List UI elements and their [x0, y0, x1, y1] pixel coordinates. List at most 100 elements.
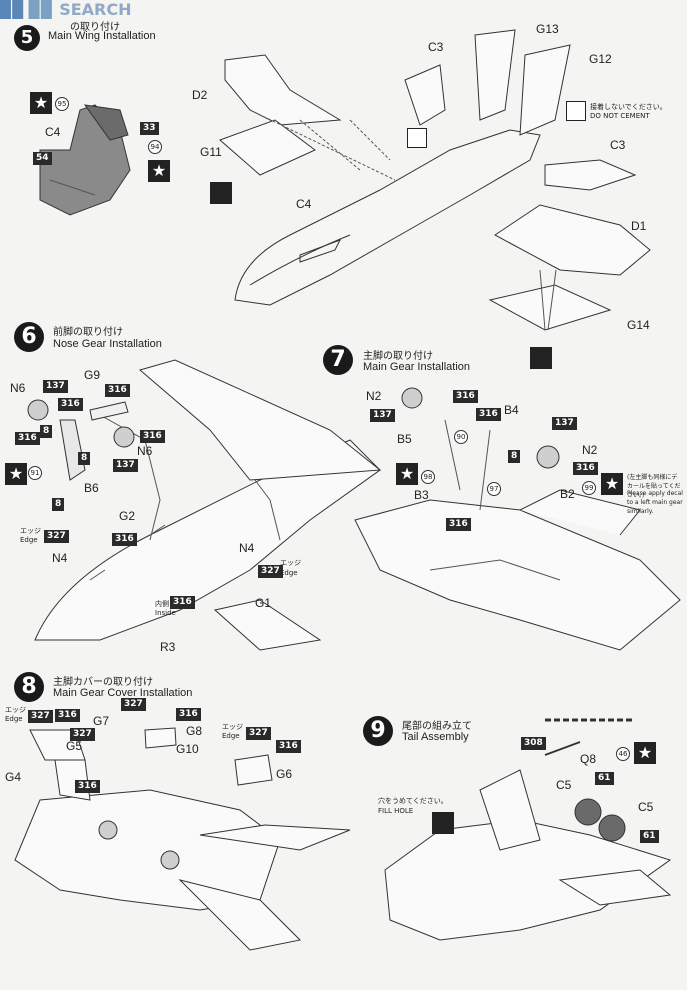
- edge-en: Edge: [222, 732, 240, 740]
- paint-chip: 316: [75, 780, 100, 793]
- paint-chip: 316: [112, 533, 137, 546]
- part-b4: B4: [504, 403, 519, 417]
- part-b2: B2: [560, 487, 575, 501]
- aircraft-gear-covers: [14, 727, 351, 951]
- part-c5: C5: [556, 778, 572, 792]
- fill-hole-icon: [432, 812, 454, 834]
- inside-en: Inside: [155, 609, 176, 617]
- decal-98: 98: [421, 470, 435, 484]
- step-8-title-jp: 主脚カバーの取り付け: [53, 677, 153, 688]
- part-g6: G6: [276, 767, 293, 781]
- part-g13: G13: [536, 22, 559, 36]
- part-b5: B5: [397, 432, 412, 446]
- paint-chip: 8: [508, 450, 521, 463]
- decal-star-icon: ★: [5, 463, 27, 485]
- paint-chip: 327: [70, 728, 95, 741]
- step-7-title-jp: 主脚の取り付け: [363, 351, 433, 362]
- paint-chip: 316: [453, 390, 478, 403]
- part-d1: D1: [631, 219, 647, 233]
- part-n6: N6: [10, 381, 26, 395]
- decal-star-icon: ★: [396, 463, 418, 485]
- paint-chip: 316: [276, 740, 301, 753]
- aircraft-main-gear: [354, 387, 681, 651]
- part-g7: G7: [93, 714, 110, 728]
- part-g11: G11: [200, 145, 222, 159]
- inside-jp: 内側: [155, 600, 169, 608]
- decal-94: 94: [148, 140, 162, 154]
- paint-chip: 137: [113, 459, 138, 472]
- edge-jp: エッジ: [20, 527, 41, 535]
- cement-icon: [530, 347, 552, 369]
- paint-chip: 137: [370, 409, 395, 422]
- step-7-number: 7: [323, 345, 353, 375]
- paint-chip: 327: [28, 710, 53, 723]
- decal-90: 90: [454, 430, 468, 444]
- paint-chip: 137: [552, 417, 577, 430]
- paint-chip: 316: [476, 408, 501, 421]
- paint-chip: 54: [33, 152, 52, 165]
- part-n6-right: N6: [137, 444, 153, 458]
- left-gear-note-jp: (左主脚も同様にデカールを貼ってください。): [627, 474, 681, 499]
- left-gear-note-en: Please apply decal to a left main gear s…: [627, 490, 683, 515]
- part-n4: N4: [52, 551, 68, 565]
- decal-97: 97: [487, 482, 501, 496]
- paint-chip: 33: [140, 122, 159, 135]
- part-g10: G10: [176, 742, 199, 756]
- paint-chip: 316: [58, 398, 83, 411]
- part-g14: G14: [627, 318, 650, 332]
- aircraft-tail: [384, 718, 672, 941]
- part-c3: C3: [428, 40, 444, 54]
- step-6-title-jp: 前脚の取り付け: [53, 327, 123, 338]
- paint-chip: 316: [140, 430, 165, 443]
- decal-star-icon: ★: [634, 742, 656, 764]
- paint-chip: 327: [246, 727, 271, 740]
- paint-chip: 316: [15, 432, 40, 445]
- part-g12: G12: [589, 52, 612, 66]
- paint-chip: 327: [121, 698, 146, 711]
- decal-star-icon: ★: [601, 473, 623, 495]
- step-5-number: 5: [14, 25, 40, 51]
- part-n2-right: N2: [582, 443, 598, 457]
- paint-chip: 316: [176, 708, 201, 721]
- paint-chip: 8: [78, 452, 91, 465]
- part-c4: C4: [45, 125, 61, 139]
- decal-star-icon: ★: [148, 160, 170, 182]
- part-g8: G8: [186, 724, 203, 738]
- edge-jp: エッジ: [280, 559, 301, 567]
- part-g1: G1: [255, 596, 272, 610]
- paint-chip: 8: [52, 498, 65, 511]
- paint-chip: 308: [521, 737, 546, 750]
- paint-chip: 327: [258, 565, 283, 578]
- paint-chip: 327: [44, 530, 69, 543]
- part-g9: G9: [84, 368, 101, 382]
- part-c4-seat: C4: [296, 197, 312, 211]
- paint-chip: 61: [640, 830, 659, 843]
- part-c5-right: C5: [638, 800, 654, 814]
- part-g2: G2: [119, 509, 136, 523]
- step-5-title-en: Main Wing Installation: [48, 30, 156, 42]
- decal-91: 91: [28, 466, 42, 480]
- step-8-number: 8: [14, 672, 44, 702]
- paint-chip: 316: [170, 596, 195, 609]
- edge-en: Edge: [280, 569, 298, 577]
- part-b3: B3: [414, 488, 429, 502]
- paint-chip: 8: [40, 425, 53, 438]
- part-r3: R3: [160, 640, 176, 654]
- watermark-text: SEARCH: [59, 0, 132, 19]
- fill-hole-jp: 穴をうめてください。: [378, 797, 448, 805]
- step-6-number: 6: [14, 322, 44, 352]
- no-cement-jp: 接着しないでください。: [590, 103, 667, 111]
- paint-chip: 316: [446, 518, 471, 531]
- part-b6: B6: [84, 481, 99, 495]
- paint-chip: 137: [43, 380, 68, 393]
- edge-en: Edge: [20, 536, 38, 544]
- no-cement-icon: [407, 128, 427, 148]
- part-d2: D2: [192, 88, 208, 102]
- decal-95: 95: [55, 97, 69, 111]
- part-q8: Q8: [580, 752, 597, 766]
- fill-hole-en: FILL HOLE: [378, 807, 414, 815]
- step-6-title-en: Nose Gear Installation: [53, 338, 162, 350]
- decal-star-icon: ★: [30, 92, 52, 114]
